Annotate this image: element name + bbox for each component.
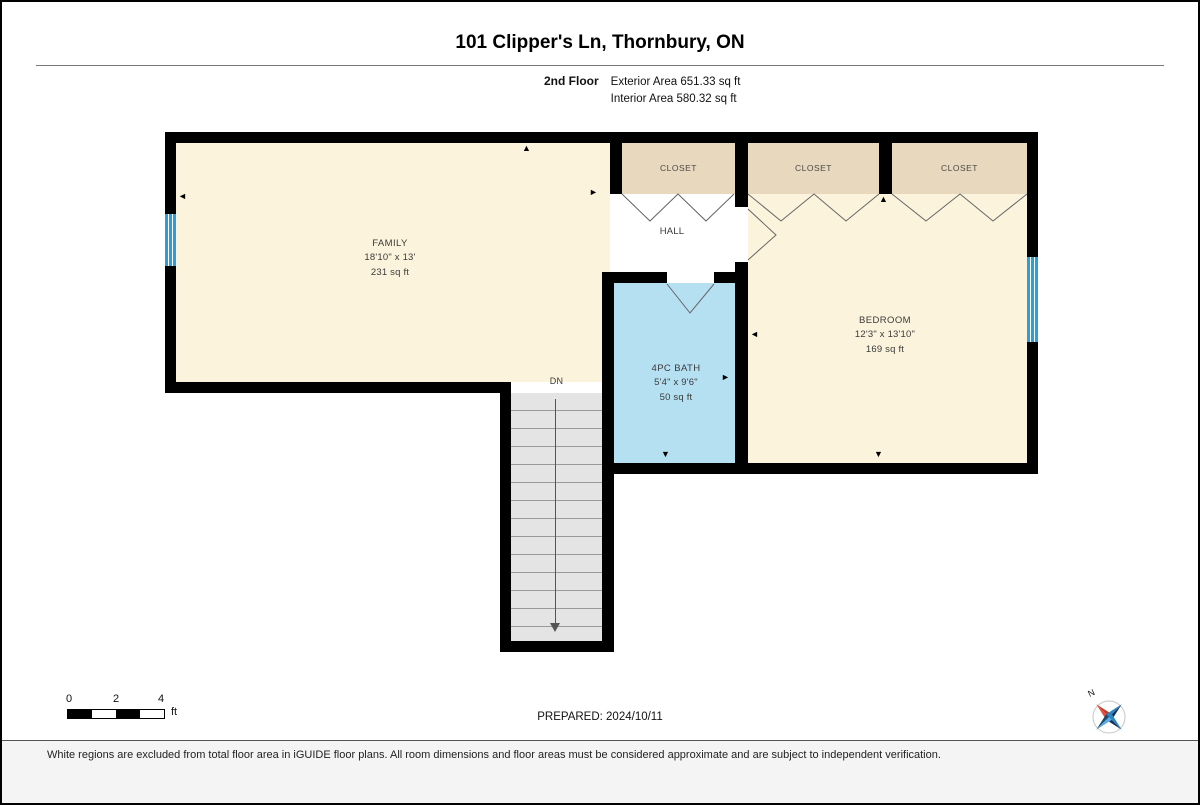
scale-tick-2: 2 — [113, 693, 120, 705]
scale-tick-0: 0 — [66, 693, 73, 705]
page-title: 101 Clipper's Ln, Thornbury, ON — [455, 32, 745, 53]
scale-tick-4: 4 — [158, 693, 165, 705]
dimension-arrow-down-icon: ▼ — [661, 449, 670, 459]
bathroom-label: 4PC BATH 5'4" x 9'6" 50 sq ft — [617, 362, 735, 405]
floor-plan: ▲ ◄ ► ◄ ▼ ▼ ► ▲ FAMILY 18'10" x 13' 231 … — [165, 132, 1038, 652]
closet-2-label: CLOSET — [794, 163, 832, 173]
room-area: 231 sq ft — [370, 266, 410, 278]
family-room-label: FAMILY 18'10" x 13' 231 sq ft — [290, 237, 490, 280]
hall-label: HALL — [659, 226, 685, 237]
floor-info: 2nd Floor Exterior Area 651.33 sq ft Int… — [544, 74, 740, 107]
closet-2 — [748, 143, 879, 194]
closet-1-bifold-door — [621, 193, 735, 222]
scale-bar-segment — [92, 710, 116, 718]
prepared-date: PREPARED: 2024/10/11 — [537, 711, 663, 723]
title-divider — [36, 65, 1164, 66]
closet-1 — [622, 143, 735, 194]
dimension-arrow-up-icon: ▲ — [879, 194, 888, 204]
footer-divider — [2, 740, 1198, 741]
wall-bath-left — [602, 272, 614, 652]
stairs-down-arrow-icon — [550, 623, 560, 632]
room-dimensions: 12'3" x 13'10" — [854, 329, 916, 341]
wall-bottom — [602, 463, 1038, 474]
wall-bath-top-left — [602, 272, 667, 283]
wall-bath-top-right — [714, 272, 748, 283]
wall-stairs-left — [500, 382, 511, 652]
wall-top — [165, 132, 1038, 143]
disclaimer-text: White regions are excluded from total fl… — [47, 749, 941, 761]
wall-family-bottom — [165, 382, 511, 393]
dimension-arrow-down-icon: ▼ — [874, 449, 883, 459]
scale-unit-label: ft — [171, 706, 178, 718]
floor-label: 2nd Floor — [544, 74, 599, 88]
stairs-direction-line — [555, 399, 556, 625]
staircase — [511, 393, 602, 641]
wall-hall-bedroom-upper — [735, 143, 748, 207]
scale-bar-segment — [140, 710, 164, 718]
family-room — [176, 143, 610, 382]
scale-bar — [67, 709, 165, 719]
scale-bar-segment — [68, 710, 92, 718]
stairs-dn-label: DN — [549, 376, 564, 386]
room-name: BEDROOM — [859, 315, 911, 326]
room-area: 50 sq ft — [659, 391, 693, 403]
room-dimensions: 18'10" x 13' — [364, 252, 416, 264]
exterior-area: Exterior Area 651.33 sq ft — [610, 76, 741, 88]
window-left — [165, 214, 176, 266]
dimension-arrow-left-icon: ◄ — [750, 329, 759, 339]
dimension-arrow-right-icon: ► — [589, 187, 598, 197]
dimension-arrow-left-icon: ◄ — [178, 191, 187, 201]
closet-3-label: CLOSET — [940, 163, 978, 173]
window-right — [1027, 257, 1038, 342]
closet-3 — [892, 143, 1027, 194]
dimension-arrow-right-icon: ► — [721, 372, 730, 382]
dimension-arrow-up-icon: ▲ — [522, 143, 531, 153]
room-area: 169 sq ft — [865, 343, 905, 355]
wall-stairs-bottom — [500, 641, 614, 652]
room-name: 4PC BATH — [651, 363, 701, 374]
wall-closet-separator — [879, 143, 892, 194]
interior-area: Interior Area 580.32 sq ft — [610, 92, 737, 105]
scale-bar-segment — [116, 710, 140, 718]
footer-strip — [2, 741, 1198, 803]
closet-1-label: CLOSET — [659, 163, 697, 173]
bedroom-label: BEDROOM 12'3" x 13'10" 169 sq ft — [785, 314, 985, 357]
room-dimensions: 5'4" x 9'6" — [654, 377, 698, 389]
wall-hall-bedroom-lower — [735, 262, 748, 463]
wall-closet-stub — [610, 143, 622, 194]
compass-icon — [1088, 696, 1130, 743]
room-name: FAMILY — [372, 238, 408, 249]
